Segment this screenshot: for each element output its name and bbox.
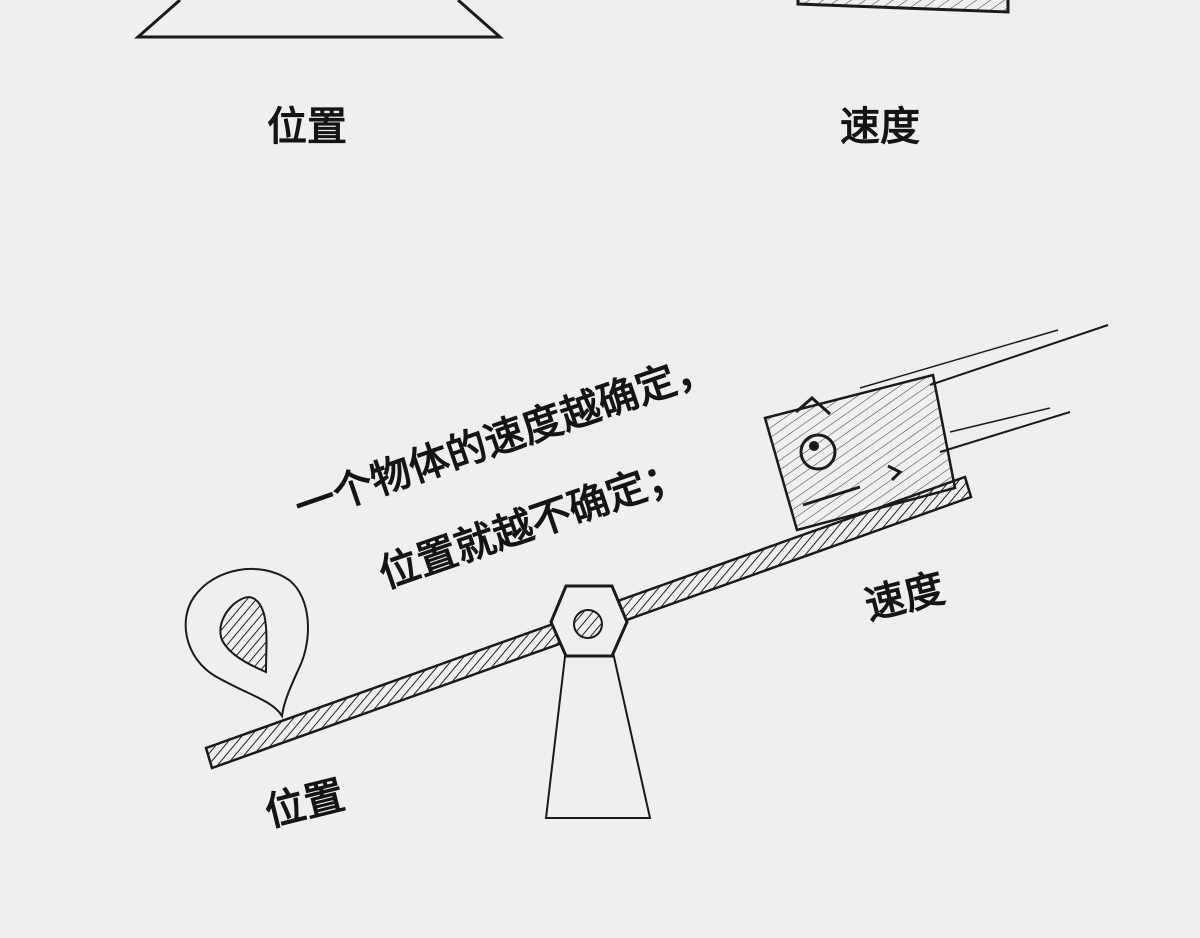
top-velocity-label: 速度 (840, 94, 920, 152)
seesaw-base (546, 648, 650, 818)
top-position-label: 位置 (267, 94, 347, 152)
top-box (798, 0, 1008, 12)
pivot-nut (551, 586, 627, 656)
top-triangle (138, 0, 500, 37)
location-pin-icon (186, 569, 308, 716)
